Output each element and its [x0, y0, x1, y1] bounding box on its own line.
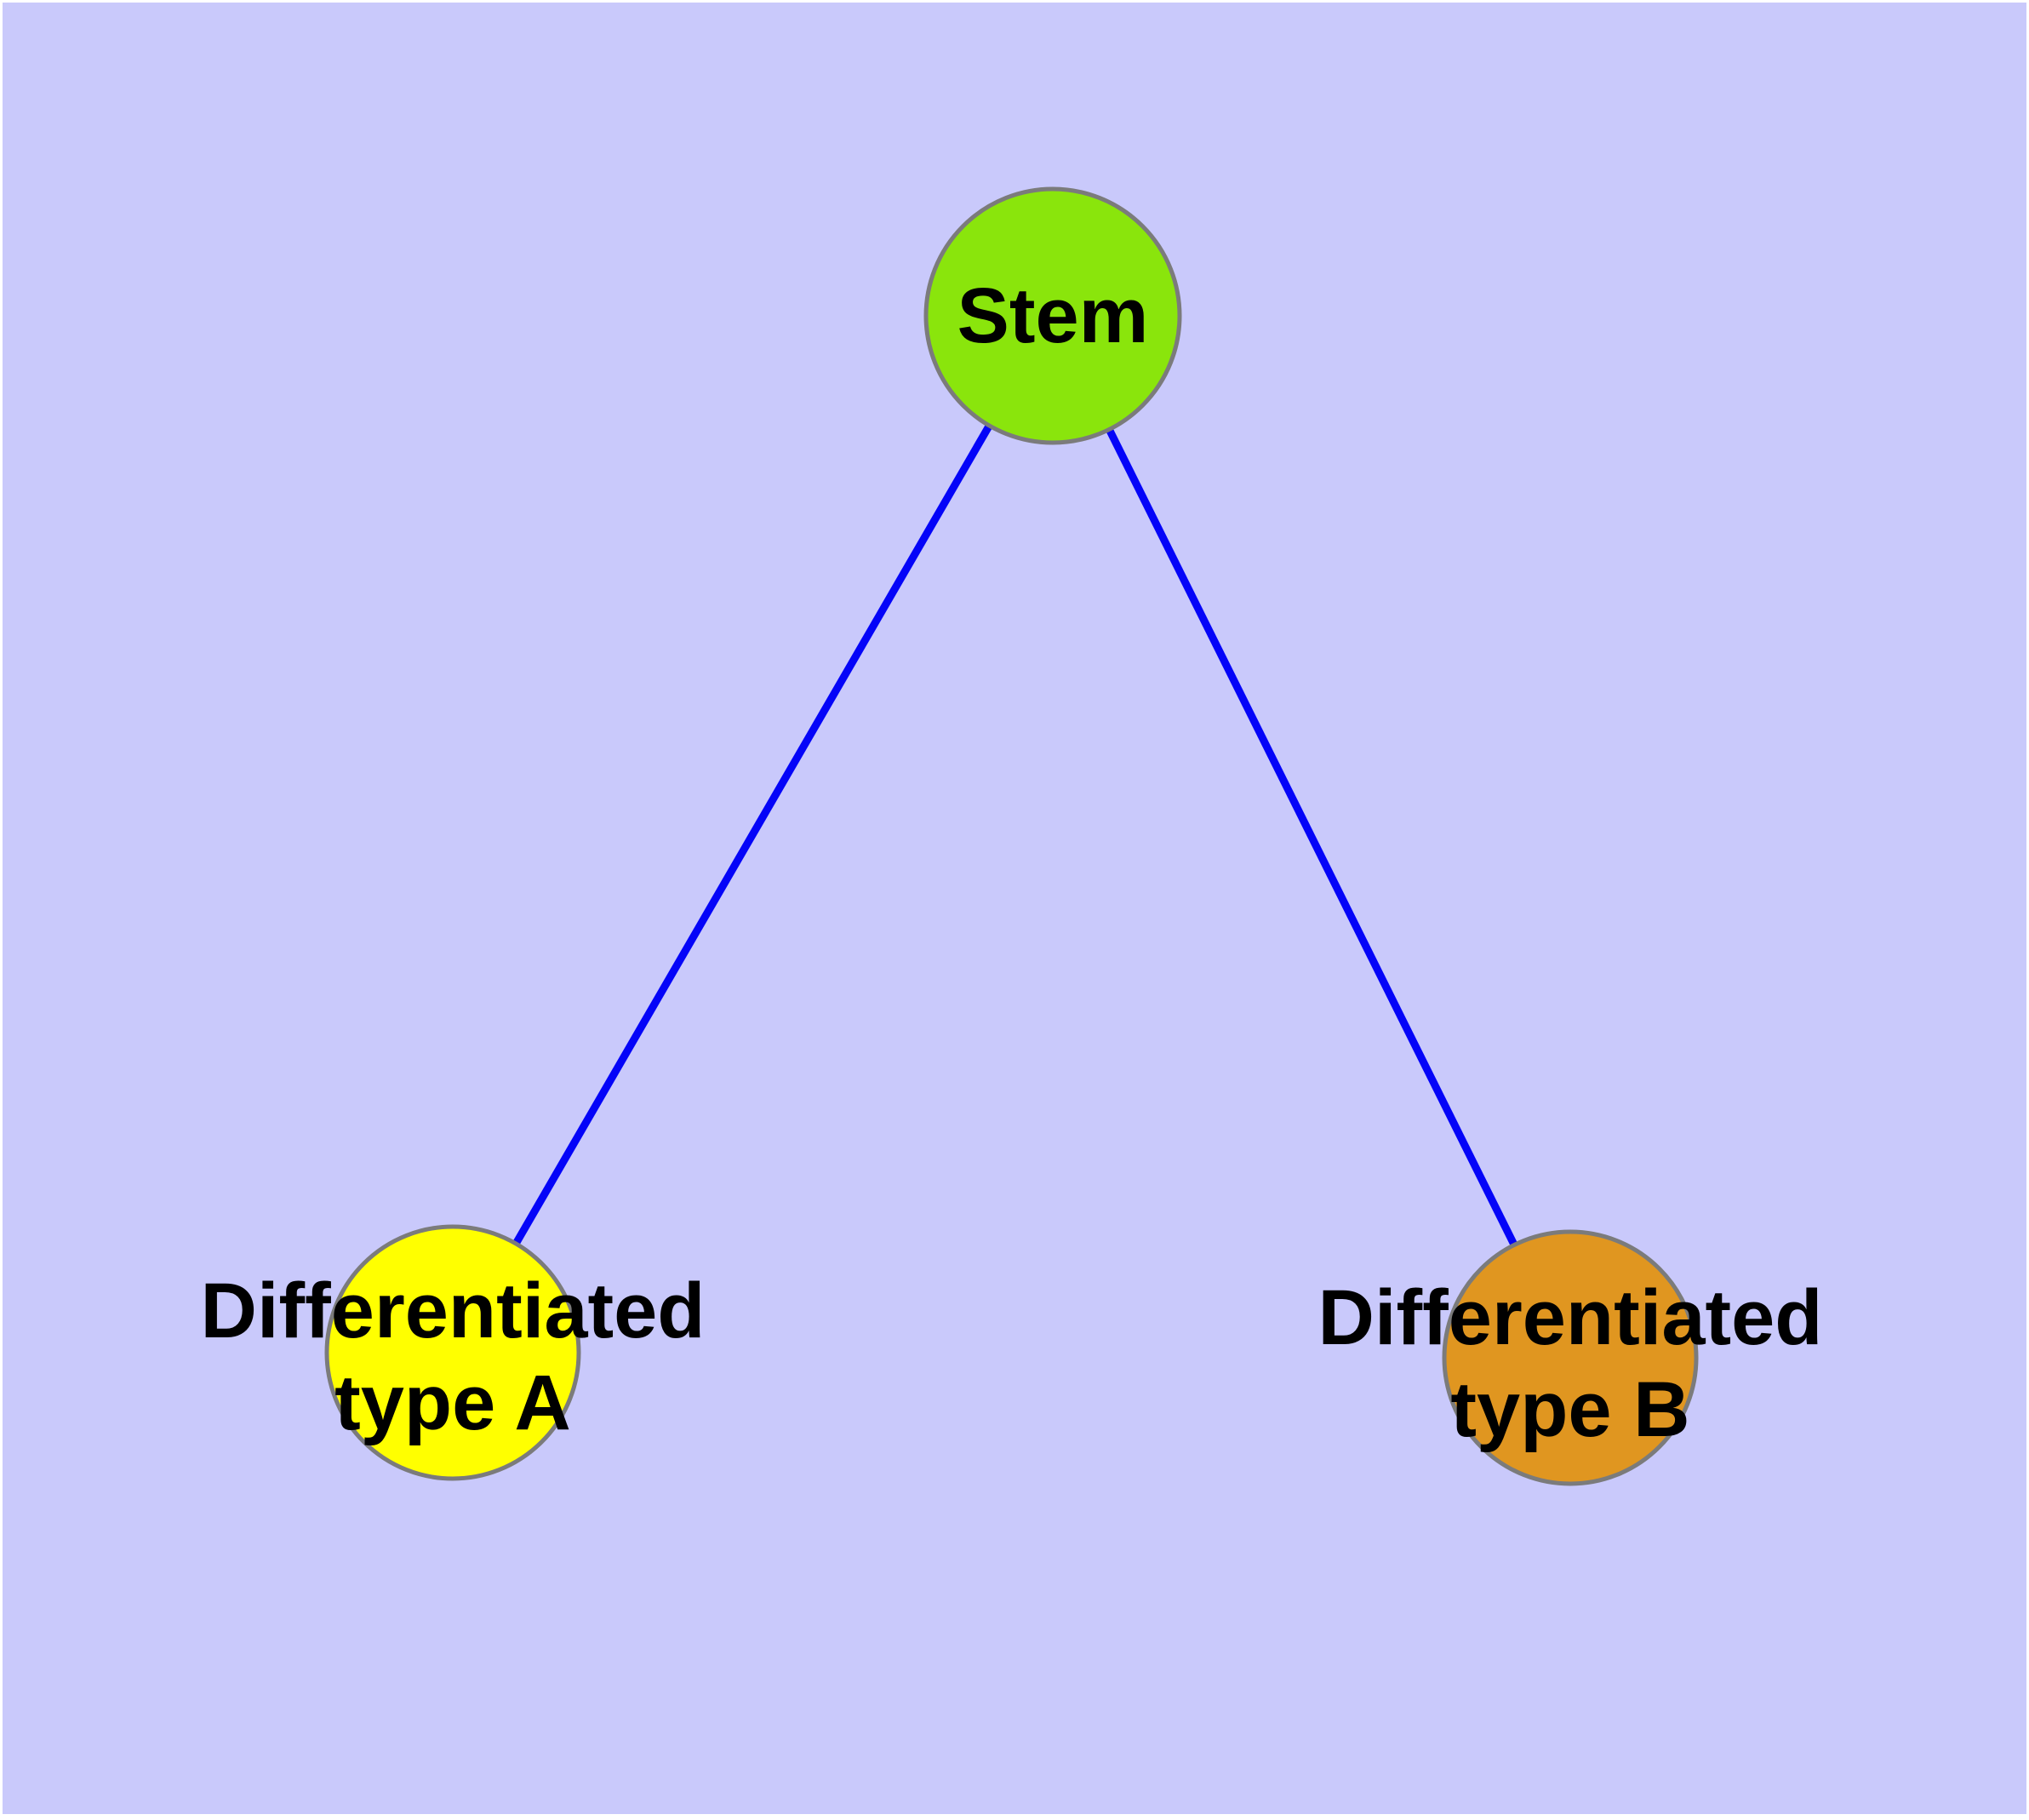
node-type-b-label-line1: Differentiated — [1318, 1274, 1823, 1361]
node-type-a-label-line1: Differentiated — [201, 1268, 706, 1354]
node-type-a-label-line2: type A — [334, 1359, 571, 1446]
node-stem — [923, 186, 1182, 445]
node-stem-label: Stem — [957, 272, 1149, 359]
edge-stem-to-type-b — [1049, 313, 1575, 1360]
node-differentiated-type-b — [1442, 1229, 1699, 1486]
node-type-b-label-line2: type B — [1450, 1366, 1689, 1453]
edge-stem-to-type-a — [449, 313, 1056, 1355]
node-differentiated-type-a — [324, 1224, 581, 1481]
